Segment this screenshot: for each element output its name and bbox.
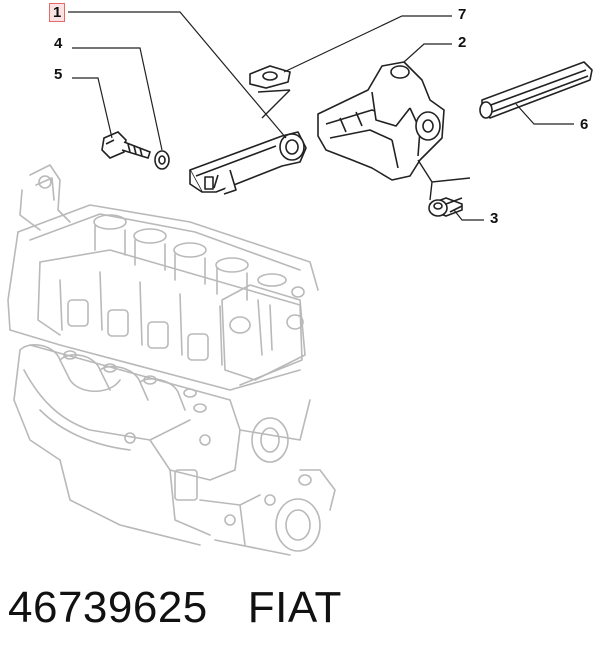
part-6-seal-strip — [479, 61, 593, 119]
callout-7: 7 — [458, 6, 467, 23]
engine-block-illustration — [7, 164, 336, 556]
part-7-guide-lines — [257, 89, 291, 119]
brand-name: FIAT — [247, 583, 342, 632]
part-3-bolt — [428, 197, 463, 217]
part-7-washer — [249, 65, 291, 89]
leader-lines — [68, 11, 574, 221]
exploded-parts-diagram — [7, 11, 593, 556]
callout-6: 6 — [580, 116, 589, 133]
part-2-guide-lines — [417, 159, 471, 201]
callout-1: 1 — [49, 3, 66, 22]
part-1-torque-rod — [189, 131, 307, 195]
part-caption: 46739625 FIAT — [8, 578, 592, 638]
callout-4: 4 — [54, 35, 63, 52]
part-2-mount-bracket — [317, 61, 445, 181]
part-4-washer — [154, 150, 170, 170]
part-5-bolt — [101, 131, 152, 159]
callout-2: 2 — [458, 34, 467, 51]
part-number: 46739625 — [8, 583, 208, 632]
callout-5: 5 — [54, 66, 63, 83]
callout-3: 3 — [490, 210, 499, 227]
